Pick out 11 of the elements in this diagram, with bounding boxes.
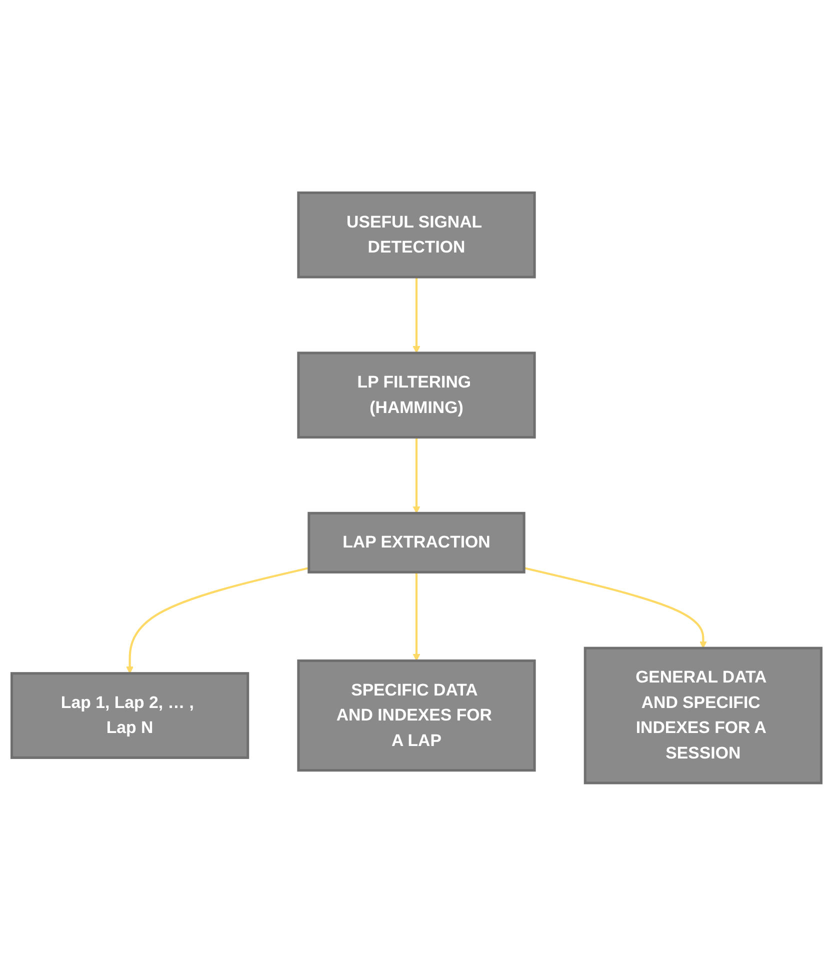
- node-box: Lap 1, Lap 2, … , Lap N: [10, 672, 250, 760]
- arrow: [412, 437, 420, 514]
- arrow: [524, 567, 707, 649]
- arrow: [412, 277, 420, 354]
- arrow: [126, 567, 310, 674]
- node-box: USEFUL SIGNAL DETECTION: [297, 192, 536, 278]
- arrow: [412, 572, 420, 662]
- node-box: SPECIFIC DATA AND INDEXES FOR A LAP: [297, 660, 536, 772]
- node-box: LAP EXTRACTION: [308, 512, 526, 574]
- node-box: GENERAL DATA AND SPECIFIC INDEXES FOR A SESSION: [584, 646, 822, 784]
- node-box: LP FILTERING (HAMMING): [297, 352, 536, 439]
